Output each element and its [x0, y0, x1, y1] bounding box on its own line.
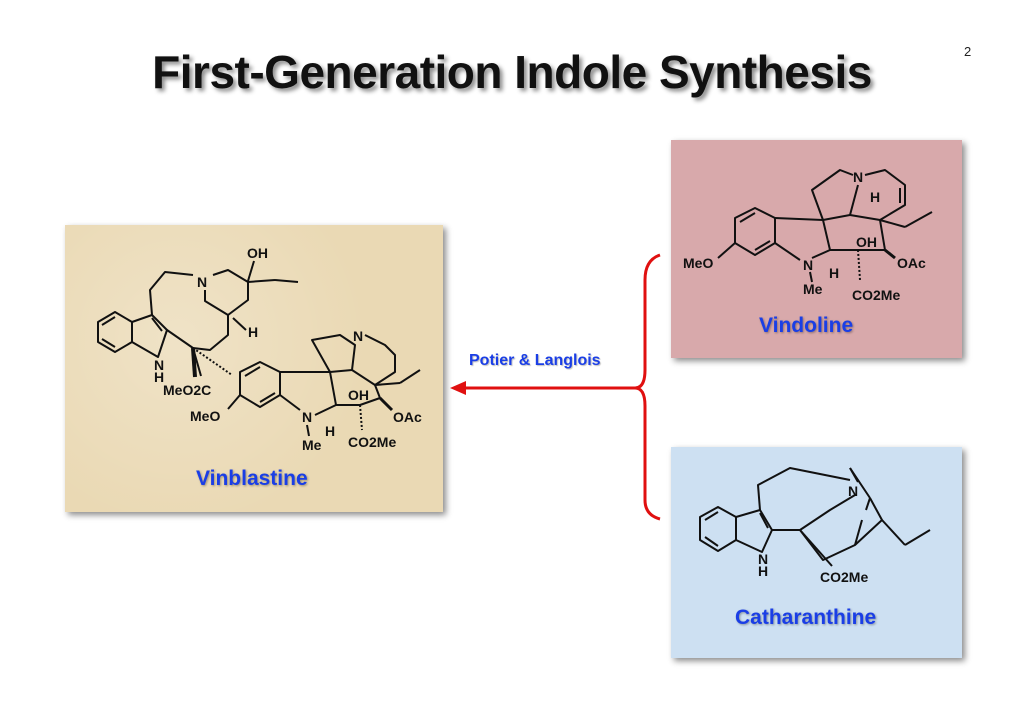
atom-label: H — [829, 265, 839, 281]
catharanthine-name: Catharanthine — [735, 606, 877, 629]
atom-label: H — [325, 423, 335, 439]
atom-label: OH — [348, 387, 369, 403]
vinblastine-structure: OH N H N H MeO2C MeO N Me H OH OAc CO2Me… — [97, 245, 422, 453]
page-number: 2 — [964, 44, 972, 59]
atom-label: N — [848, 483, 858, 499]
arrow-label: Potier & Langlois — [469, 352, 601, 369]
atom-label: N — [758, 551, 768, 567]
arrow-head-icon — [450, 381, 466, 395]
atom-label: H — [248, 324, 258, 340]
atom-label: MeO — [683, 255, 713, 271]
atom-label: N — [197, 274, 207, 290]
atom-label: N — [154, 357, 164, 373]
atom-label: CO2Me — [852, 287, 900, 303]
atom-label: H — [870, 189, 880, 205]
atom-label: CO2Me — [348, 434, 396, 450]
vinblastine-panel — [65, 225, 443, 512]
atom-label: N — [853, 169, 863, 185]
vinblastine-name: Vinblastine — [196, 467, 308, 490]
atom-label: OH — [856, 234, 877, 250]
atom-label: N — [353, 328, 363, 344]
atom-label: MeO2C — [163, 382, 211, 398]
atom-label: H — [758, 563, 768, 579]
atom-label: CO2Me — [820, 569, 868, 585]
atom-label: H — [154, 369, 164, 385]
vindoline-name: Vindoline — [759, 314, 854, 337]
vindoline-panel — [671, 140, 962, 358]
red-brace — [634, 253, 661, 521]
atom-label: OAc — [393, 409, 422, 425]
atom-label: N — [302, 409, 312, 425]
atom-label: N — [803, 257, 813, 273]
atom-label: Me — [302, 437, 322, 453]
atom-label: Me — [803, 281, 823, 297]
slide-title: First-Generation Indole Synthesis — [152, 46, 872, 98]
atom-label: OH — [247, 245, 268, 261]
catharanthine-structure: N N H CO2Me — [699, 467, 931, 585]
atom-label: MeO — [190, 408, 220, 424]
vindoline-structure: MeO N H N Me H OH OAc CO2Me — [683, 169, 933, 303]
atom-label: OAc — [897, 255, 926, 271]
